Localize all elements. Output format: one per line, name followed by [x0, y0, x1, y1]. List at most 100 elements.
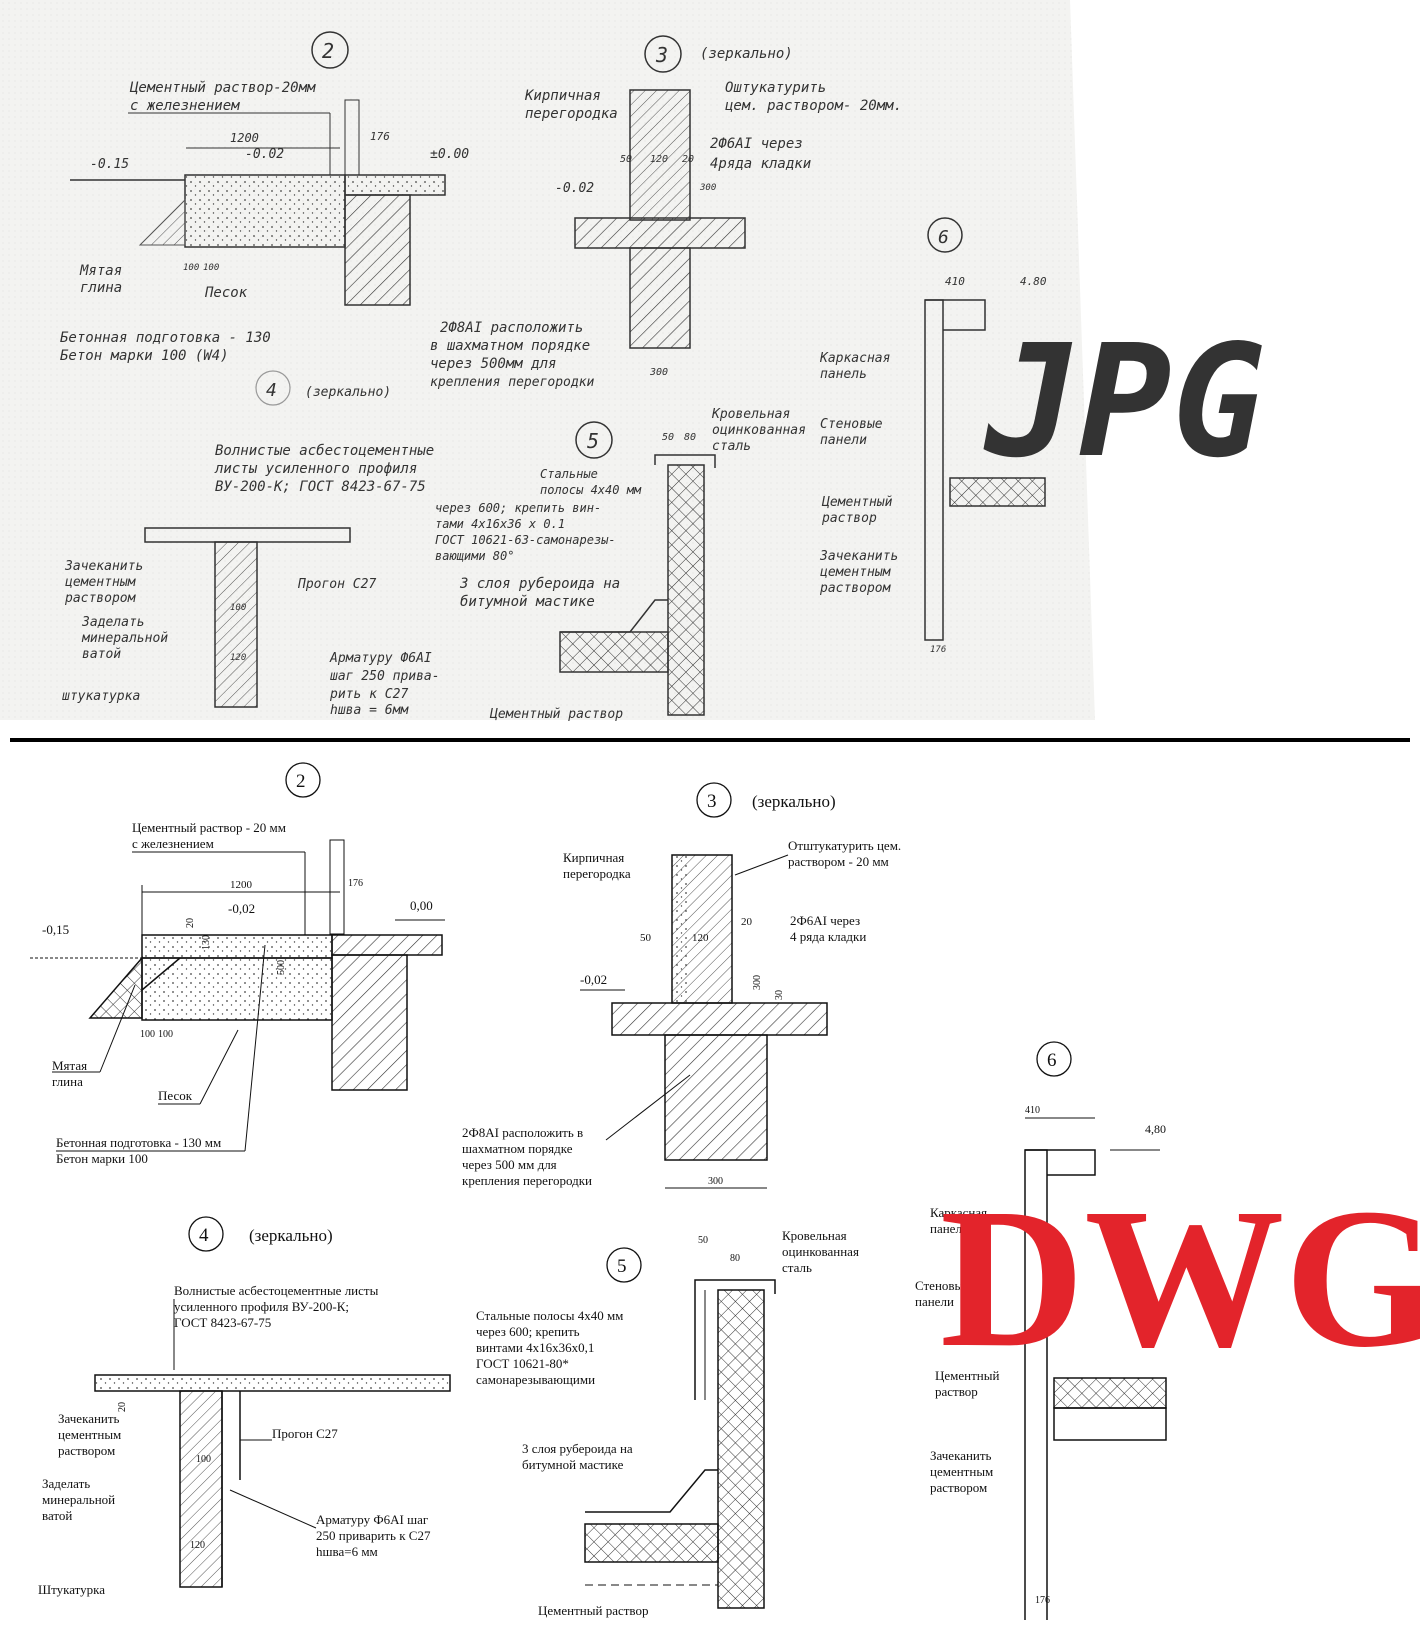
scan-d2-number: 2 [322, 39, 334, 63]
svg-text:Кровельная: Кровельная [782, 1228, 847, 1243]
svg-text:2Ф8АI расположить в: 2Ф8АI расположить в [462, 1125, 583, 1140]
svg-text:полосы 4х40 мм: полосы 4х40 мм [540, 483, 642, 497]
svg-text:оцинкованная: оцинкованная [712, 423, 806, 438]
svg-text:300: 300 [649, 367, 668, 378]
svg-text:глина: глина [52, 1074, 83, 1089]
scan-d3-number: 3 [655, 43, 668, 67]
svg-text:4,80: 4,80 [1145, 1122, 1166, 1136]
svg-text:-0,15: -0,15 [42, 922, 69, 937]
svg-text:300: 300 [752, 975, 763, 990]
svg-text:250 приварить к С27: 250 приварить к С27 [316, 1528, 431, 1543]
svg-text:120: 120 [650, 154, 668, 165]
svg-text:3: 3 [707, 791, 717, 812]
svg-text:100: 100 [140, 1029, 155, 1040]
scan-detail-2: 2 Цементный раствор-20мм с железнением 1… [60, 31, 469, 364]
svg-text:20: 20 [682, 154, 694, 165]
svg-text:минеральной: минеральной [42, 1492, 115, 1507]
svg-text:минеральной: минеральной [81, 631, 168, 646]
svg-text:панели: панели [820, 433, 867, 448]
svg-text:крепления перегородки: крепления перегородки [462, 1173, 592, 1188]
svg-text:-0.02: -0.02 [245, 147, 284, 162]
svg-text:через 600; крепить: через 600; крепить [476, 1324, 580, 1339]
svg-text:Кровельная: Кровельная [711, 407, 790, 422]
svg-text:120: 120 [190, 1540, 205, 1551]
dwg-detail-4: 4 (зеркально) Волнистые асбестоцементные… [38, 1216, 451, 1597]
svg-text:(зеркально): (зеркально) [752, 792, 836, 811]
svg-text:Стальные: Стальные [540, 467, 598, 481]
svg-text:оцинкованная: оцинкованная [782, 1244, 859, 1259]
svg-text:-0.15: -0.15 [90, 157, 129, 172]
svg-text:листы усиленного профиля: листы усиленного профиля [214, 461, 417, 477]
svg-text:Каркасная: Каркасная [819, 351, 890, 366]
svg-text:винтами 4х16х36х0,1: винтами 4х16х36х0,1 [476, 1340, 594, 1355]
scan-detail-6: 6 410 4.80 Каркасная панель Стеновые пан… [819, 217, 1047, 655]
svg-text:176: 176 [930, 645, 946, 655]
svg-text:4: 4 [266, 380, 277, 401]
svg-text:100: 100 [183, 263, 199, 273]
svg-text:Цементный раствор - 20 мм: Цементный раствор - 20 мм [132, 820, 286, 835]
svg-text:глина: глина [80, 280, 122, 296]
dwg-detail-6: 6 410 4,80 Каркасная панель Стеновые пан… [915, 1041, 1167, 1625]
svg-text:4.80: 4.80 [1020, 275, 1047, 288]
svg-text:ватой: ватой [42, 1508, 72, 1523]
svg-text:80: 80 [730, 1253, 740, 1264]
svg-text:80: 80 [684, 432, 696, 443]
svg-text:Заделать: Заделать [81, 615, 145, 630]
svg-text:раствором: раствором [64, 591, 137, 606]
svg-text:Мятая: Мятая [52, 1058, 87, 1073]
dwg-d2-number: 2 [296, 771, 306, 792]
svg-text:20: 20 [117, 1402, 128, 1412]
svg-text:hшва = 6мм: hшва = 6мм [330, 703, 409, 718]
jpg-watermark: JPG [983, 311, 1265, 492]
svg-text:Песок: Песок [158, 1088, 193, 1103]
svg-text:410: 410 [1025, 1105, 1040, 1116]
svg-text:Мятая: Мятая [79, 263, 122, 279]
svg-text:2Ф8АI расположить: 2Ф8АI расположить [440, 320, 583, 336]
dwg-drawing: 2 Цементный раствор - 20 мм с железнение… [30, 762, 1420, 1625]
svg-text:Зачеканить: Зачеканить [930, 1448, 992, 1463]
svg-text:Цементный: Цементный [935, 1368, 999, 1383]
scan-detail-4: 4 (зеркально) Волнистые асбестоцементные… [62, 370, 440, 718]
svg-text:6: 6 [938, 227, 949, 248]
svg-text:±0.00: ±0.00 [430, 147, 469, 162]
svg-text:100: 100 [196, 1454, 211, 1465]
svg-text:120: 120 [230, 653, 246, 663]
dwg-detail-3: 3 (зеркально) Кирпичная перегородка Отшт… [462, 782, 901, 1189]
svg-text:Бетон марки 100 (W4): Бетон марки 100 (W4) [60, 348, 229, 364]
svg-text:ГОСТ 10621-63-самонарезы-: ГОСТ 10621-63-самонарезы- [435, 533, 616, 547]
svg-text:Оштукатурить: Оштукатурить [725, 80, 826, 96]
svg-text:Стеновые: Стеновые [820, 417, 883, 432]
svg-text:50: 50 [698, 1235, 708, 1246]
svg-text:Зачеканить: Зачеканить [819, 549, 898, 564]
svg-text:перегородка: перегородка [525, 106, 618, 122]
scanned-drawing: 2 Цементный раствор-20мм с железнением 1… [0, 0, 1265, 722]
svg-text:4: 4 [199, 1225, 209, 1246]
svg-text:176: 176 [1035, 1595, 1050, 1606]
svg-text:раствором: раствором [58, 1443, 115, 1458]
svg-text:Прогон С27: Прогон С27 [272, 1426, 338, 1441]
svg-text:раствором: раствором [819, 581, 892, 596]
svg-text:3 слоя рубероида на: 3 слоя рубероида на [459, 576, 620, 592]
svg-text:битумной мастике: битумной мастике [460, 594, 595, 610]
svg-text:Цементный раствор: Цементный раствор [538, 1603, 648, 1618]
svg-text:4 ряда кладки: 4 ряда кладки [790, 929, 866, 944]
svg-text:Отштукатурить цем.: Отштукатурить цем. [788, 838, 901, 853]
svg-text:300: 300 [699, 183, 716, 193]
svg-text:штукатурка: штукатурка [62, 689, 140, 704]
svg-text:самонарезывающими: самонарезывающими [476, 1372, 595, 1387]
svg-text:сталь: сталь [782, 1260, 812, 1275]
svg-text:3 слоя рубероида на: 3 слоя рубероида на [522, 1441, 633, 1456]
svg-text:20: 20 [185, 918, 196, 928]
svg-text:с железнением: с железнением [132, 836, 214, 851]
svg-text:Песок: Песок [204, 285, 248, 301]
svg-text:усиленного профиля ВУ-200-К;: усиленного профиля ВУ-200-К; [174, 1299, 349, 1314]
svg-text:-0.02: -0.02 [555, 181, 594, 196]
svg-text:Стальные полосы 4х40 мм: Стальные полосы 4х40 мм [476, 1308, 623, 1323]
svg-text:Цементный раствор-20мм: Цементный раствор-20мм [129, 80, 316, 96]
svg-text:4ряда кладки: 4ряда кладки [710, 156, 811, 172]
svg-text:20: 20 [741, 916, 753, 928]
svg-text:100: 100 [203, 263, 219, 273]
scan-detail-3: 3 (зеркально) Кирпичная перегородка Ошту… [430, 35, 902, 390]
svg-text:битумной мастике: битумной мастике [522, 1457, 624, 1472]
svg-text:через 500мм для: через 500мм для [430, 356, 556, 372]
